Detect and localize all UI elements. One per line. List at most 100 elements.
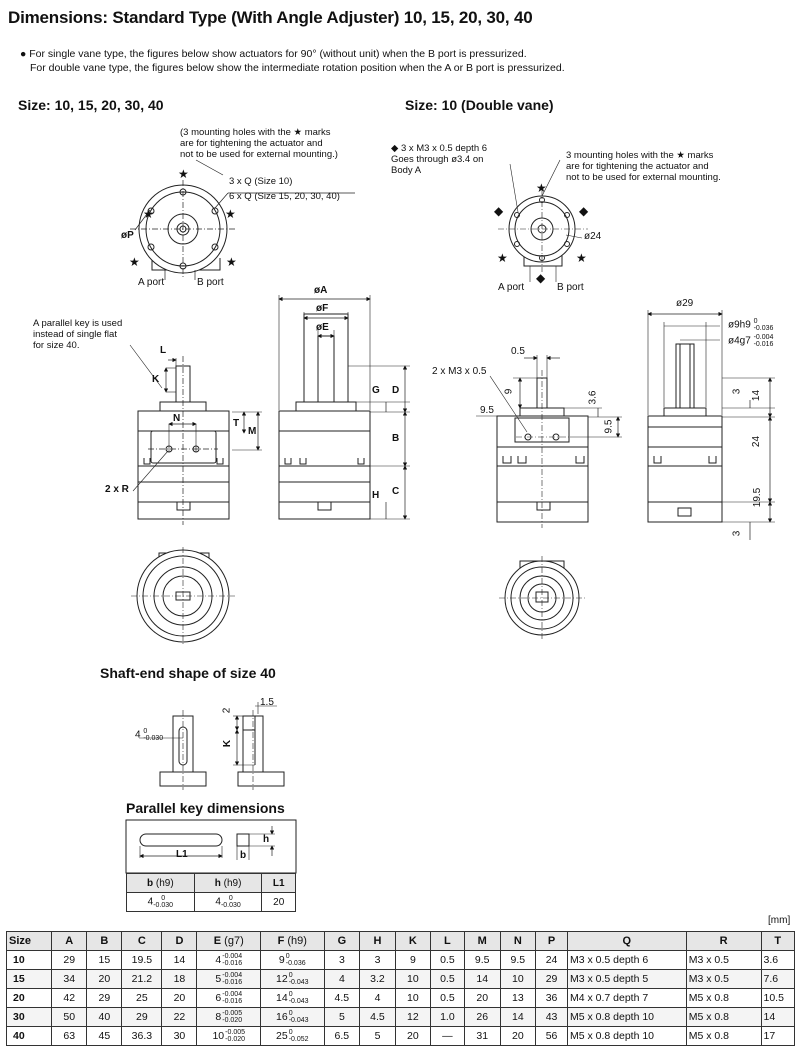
cell-a: 63	[51, 1026, 88, 1046]
cell-r: M5 x 0.8	[685, 988, 762, 1008]
cell-r: M3 x 0.5	[685, 950, 762, 970]
cell-a: 29	[51, 950, 88, 970]
left-b-port: B port	[197, 277, 224, 288]
q-label-size15-40: 6 x Q (Size 15, 20, 30, 40)	[229, 191, 340, 202]
cell-m: 14	[463, 969, 501, 989]
dim-3-top: 3	[731, 388, 743, 395]
dim-d: D	[392, 385, 400, 396]
cell-h: 3	[359, 950, 396, 970]
key-col-l1: L1	[261, 873, 296, 893]
star-mark-icon: ★	[536, 181, 547, 195]
table-header-e: E (g7)	[196, 931, 262, 951]
cell-size: 20	[5, 988, 53, 1008]
cell-g: 4	[323, 969, 361, 989]
cell-p: 29	[535, 969, 568, 989]
diamond-mark-icon: ◆	[536, 271, 546, 285]
right-side-view	[647, 310, 775, 540]
cell-b: 29	[86, 988, 123, 1008]
shaft-end-front	[139, 710, 207, 790]
cell-t: 7.6	[760, 969, 795, 989]
right-b-port: B port	[557, 282, 584, 293]
cell-size: 15	[5, 969, 53, 989]
cell-c: 25	[121, 988, 163, 1008]
dim-14: 14	[751, 389, 763, 402]
cell-l: 1.0	[429, 1007, 465, 1027]
cell-h: 4	[359, 988, 396, 1008]
cell-p: 36	[535, 988, 568, 1008]
dim-n: N	[173, 413, 181, 424]
note-double-vane: For double vane type, the figures below …	[30, 62, 565, 74]
dim-l: L	[160, 345, 167, 356]
parallel-key-drawing	[125, 819, 297, 874]
dim-phi-a: øA	[314, 285, 328, 296]
cell-k: 12	[394, 1007, 431, 1027]
key-col-h: h (h9)	[193, 873, 263, 893]
table-header-m: M	[463, 931, 501, 951]
right-bottom-view	[499, 556, 585, 640]
dim-g: G	[372, 385, 380, 396]
cell-p: 24	[535, 950, 568, 970]
cell-r: M5 x 0.8	[685, 1007, 762, 1027]
cell-size: 10	[5, 950, 53, 970]
cell-d: 18	[161, 969, 198, 989]
dim-t: T	[233, 418, 240, 429]
cell-g: 4.5	[323, 988, 361, 1008]
cell-n: 10	[499, 969, 537, 989]
shaft-dim-4: 4 0 -0.030	[135, 728, 164, 742]
cell-m: 20	[463, 988, 501, 1008]
cell-c: 29	[121, 1007, 163, 1027]
dim-phi-e: øE	[316, 322, 329, 333]
cell-g: 6.5	[323, 1026, 361, 1046]
note-single-vane: ● For single vane type, the figures belo…	[20, 48, 527, 60]
shaft-end-side	[233, 702, 285, 790]
right-a-port: A port	[498, 282, 525, 293]
q-label-size10: 3 x Q (Size 10)	[229, 176, 293, 187]
cell-size: 30	[5, 1007, 53, 1027]
cell-d: 20	[161, 988, 198, 1008]
diamond-note: ◆ 3 x M3 x 0.5 depth 6 Goes through ø3.4…	[391, 143, 488, 176]
key-note: A parallel key is used instead of single…	[33, 318, 123, 351]
star-mark-icon: ★	[576, 251, 587, 265]
cell-e: 6-0.004-0.016	[196, 988, 262, 1008]
star-mark-icon: ★	[143, 207, 154, 221]
cell-c: 21.2	[121, 969, 163, 989]
cell-k: 9	[394, 950, 431, 970]
star-mark-icon: ★	[497, 251, 508, 265]
table-header-d: D	[161, 931, 198, 951]
right-drawing-heading: Size: 10 (Double vane)	[405, 97, 554, 113]
table-header-q: Q	[566, 931, 687, 951]
left-bottom-view	[131, 547, 235, 646]
diamond-mark-icon: ◆	[579, 204, 589, 218]
table-header-p: P	[535, 931, 568, 951]
cell-d: 14	[161, 950, 198, 970]
star-mark-icon: ★	[178, 167, 189, 181]
table-header-g: G	[323, 931, 361, 951]
cell-k: 10	[394, 988, 431, 1008]
cell-k: 20	[394, 1026, 431, 1046]
cell-e: 10-0.005-0.020	[196, 1026, 262, 1046]
cell-size: 40	[5, 1026, 53, 1046]
dim-phi-p: øP	[121, 230, 134, 241]
left-side-view	[278, 295, 410, 520]
cell-t: 14	[760, 1007, 795, 1027]
left-drawing-heading: Size: 10, 15, 20, 30, 40	[18, 97, 164, 113]
page-title: Dimensions: Standard Type (With Angle Ad…	[8, 8, 533, 27]
dim-m: M	[248, 426, 257, 437]
shaft-dim-2: 2	[221, 707, 233, 714]
table-header-c: C	[121, 931, 163, 951]
cell-a: 50	[51, 1007, 88, 1027]
table-header-k: K	[394, 931, 431, 951]
dim-9: 9	[503, 388, 515, 395]
cell-l: —	[429, 1026, 465, 1046]
cell-e: 5-0.004-0.016	[196, 969, 262, 989]
cell-h: 3.2	[359, 969, 396, 989]
dim-phi29: ø29	[676, 298, 694, 309]
